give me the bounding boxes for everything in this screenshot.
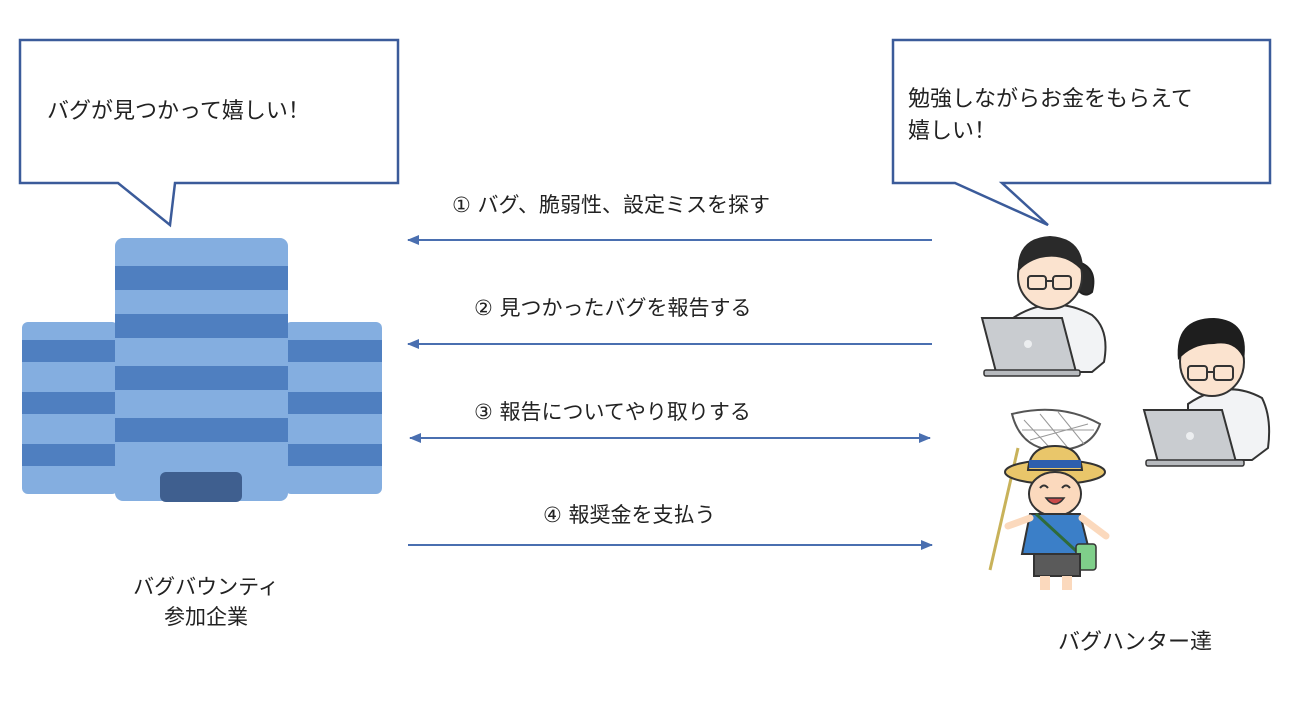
- step-arrows: [407, 235, 933, 550]
- step-1-label: ① バグ、脆弱性、設定ミスを探す: [452, 193, 771, 217]
- step-4-label: ④ 報奨金を支払う: [543, 503, 716, 527]
- hunter-speech-bubble: [891, 38, 1272, 227]
- step-3-label: ③ 報告についてやり取りする: [474, 400, 751, 424]
- company-caption-line2: 参加企業: [164, 605, 248, 629]
- company-caption: バグバウンティ 参加企業: [96, 572, 316, 632]
- hunters-caption: バグハンター達: [1057, 630, 1212, 655]
- person-laptop-icon: [980, 236, 1107, 377]
- hunter-bubble-text-line2: 嬉しい！: [908, 119, 997, 144]
- company-bubble-text: バグが見つかって嬉しい！: [47, 99, 310, 124]
- child-with-bug-net-icon: [988, 408, 1110, 590]
- company-caption-line1: バグバウンティ: [133, 575, 279, 599]
- hunter-bubble-text-line1: 勉強しながらお金をもらえて: [908, 87, 1193, 112]
- company-speech-bubble: [18, 38, 400, 228]
- step-2-label: ② 見つかったバグを報告する: [474, 296, 752, 320]
- person-laptop-icon: [1142, 318, 1271, 467]
- office-building-icon: [22, 238, 382, 502]
